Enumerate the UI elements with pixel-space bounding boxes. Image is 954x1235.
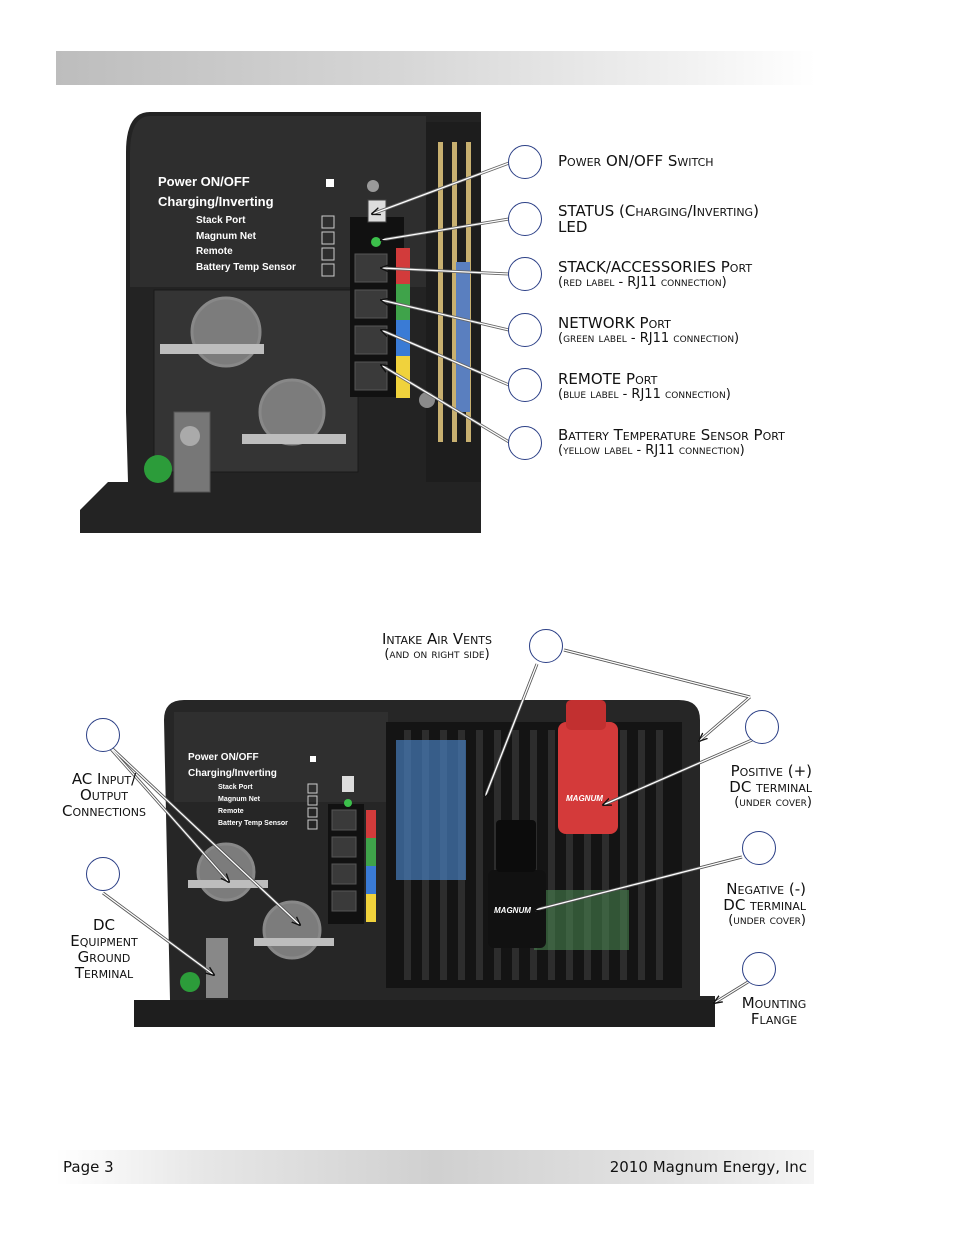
label-dc-line1: DC [92, 916, 116, 934]
label-battery-line1: Battery Temperature Sensor Port [558, 426, 785, 444]
panel-label-stack: Stack Port [196, 215, 246, 226]
label-network-line2: (green label - RJ11 connection) [558, 331, 740, 346]
callout-remote-port [508, 368, 542, 402]
callout-mounting-flange [742, 952, 776, 986]
label-positive: Positive (+) DC terminal (under cover) [690, 763, 812, 811]
callout-positive-terminal [745, 710, 779, 744]
panel-label-battery: Battery Temp Sensor [196, 262, 296, 273]
callout-dc-ground [86, 857, 120, 891]
label-stack-line2: (red label - RJ11 connection) [558, 275, 727, 290]
panel-label-remote: Remote [196, 246, 233, 257]
callout-ac-connections [86, 718, 120, 752]
header-band [56, 51, 816, 85]
label-dc-line4: Terminal [74, 964, 134, 982]
label-ac-line1: AC Input/ [71, 770, 137, 788]
label-ac: AC Input/ Output Connections [52, 771, 156, 819]
label-status-line2: LED [558, 218, 588, 236]
callout-stack-port [508, 257, 542, 291]
label-negative-line3: (under cover) [728, 913, 806, 928]
label-negative-line1: Negative (-) [726, 880, 806, 898]
panel-label-power: Power ON/OFF [188, 752, 259, 763]
label-dc-line2: Equipment [70, 932, 138, 950]
callout-negative-terminal [742, 831, 776, 865]
panel-label-magnum-net: Magnum Net [196, 231, 256, 242]
label-positive-line1: Positive (+) [730, 762, 812, 780]
label-negative: Negative (-) DC terminal (under cover) [690, 881, 806, 929]
label-intake: Intake Air Vents (and on right side) [366, 631, 508, 663]
label-battery: Battery Temperature Sensor Port (yellow … [558, 427, 785, 459]
panel-label-charging: Charging/Inverting [158, 194, 274, 209]
panel-label-remote: Remote [218, 808, 244, 815]
label-stack-line1: STACK/ACCESSORIES Port [558, 258, 753, 276]
cover-brand-positive: MAGNUM [566, 794, 603, 803]
inverter-ports-photo: Power ON/OFF Charging/Inverting Stack Po… [80, 112, 481, 533]
label-battery-line2: (yellow label - RJ11 connection) [558, 443, 745, 458]
label-positive-line2: DC terminal [729, 778, 812, 796]
callout-battery-port [508, 426, 542, 460]
label-power-switch: Power ON/OFF Switch [558, 152, 714, 170]
label-stack: STACK/ACCESSORIES Port (red label - RJ11… [558, 259, 752, 291]
label-remote-line2: (blue label - RJ11 connection) [558, 387, 731, 402]
label-intake-line1: Intake Air Vents [381, 630, 493, 648]
label-dc-line3: Ground [77, 948, 131, 966]
panel-label-power: Power ON/OFF [158, 174, 250, 189]
label-negative-line2: DC terminal [723, 896, 806, 914]
label-ac-line2: Output [80, 786, 128, 804]
footer-band [56, 1150, 814, 1184]
callout-power-switch [508, 145, 542, 179]
label-mounting: Mounting Flange [724, 995, 824, 1027]
panel-label-charging: Charging/Inverting [188, 768, 277, 779]
panel-label-stack: Stack Port [218, 784, 253, 791]
label-mounting-line1: Mounting [741, 994, 807, 1012]
label-intake-line2: (and on right side) [384, 647, 490, 662]
footer-company: 2010 Magnum Energy, Inc [609, 1158, 807, 1176]
label-network: NETWORK Port (green label - RJ11 connect… [558, 315, 739, 347]
label-status: STATUS (Charging/Inverting) LED [558, 203, 759, 235]
inverter-front-photo: Power ON/OFF Charging/Inverting Stack Po… [134, 700, 715, 1027]
label-positive-line3: (under cover) [734, 795, 812, 810]
label-remote-line1: REMOTE Port [558, 370, 658, 388]
label-mounting-line2: Flange [750, 1010, 798, 1028]
callout-intake-vents [529, 629, 563, 663]
panel-label-magnum-net: Magnum Net [218, 796, 260, 803]
label-network-line1: NETWORK Port [558, 314, 671, 332]
panel-label-battery: Battery Temp Sensor [218, 820, 288, 827]
page-number: Page 3 [63, 1158, 114, 1176]
label-remote: REMOTE Port (blue label - RJ11 connectio… [558, 371, 731, 403]
label-dc-ground: DC Equipment Ground Terminal [52, 917, 156, 981]
callout-network-port [508, 313, 542, 347]
cover-brand-negative: MAGNUM [494, 906, 531, 915]
label-ac-line3: Connections [61, 802, 147, 820]
label-status-line1: STATUS (Charging/Inverting) [558, 202, 759, 220]
callout-status-led [508, 202, 542, 236]
